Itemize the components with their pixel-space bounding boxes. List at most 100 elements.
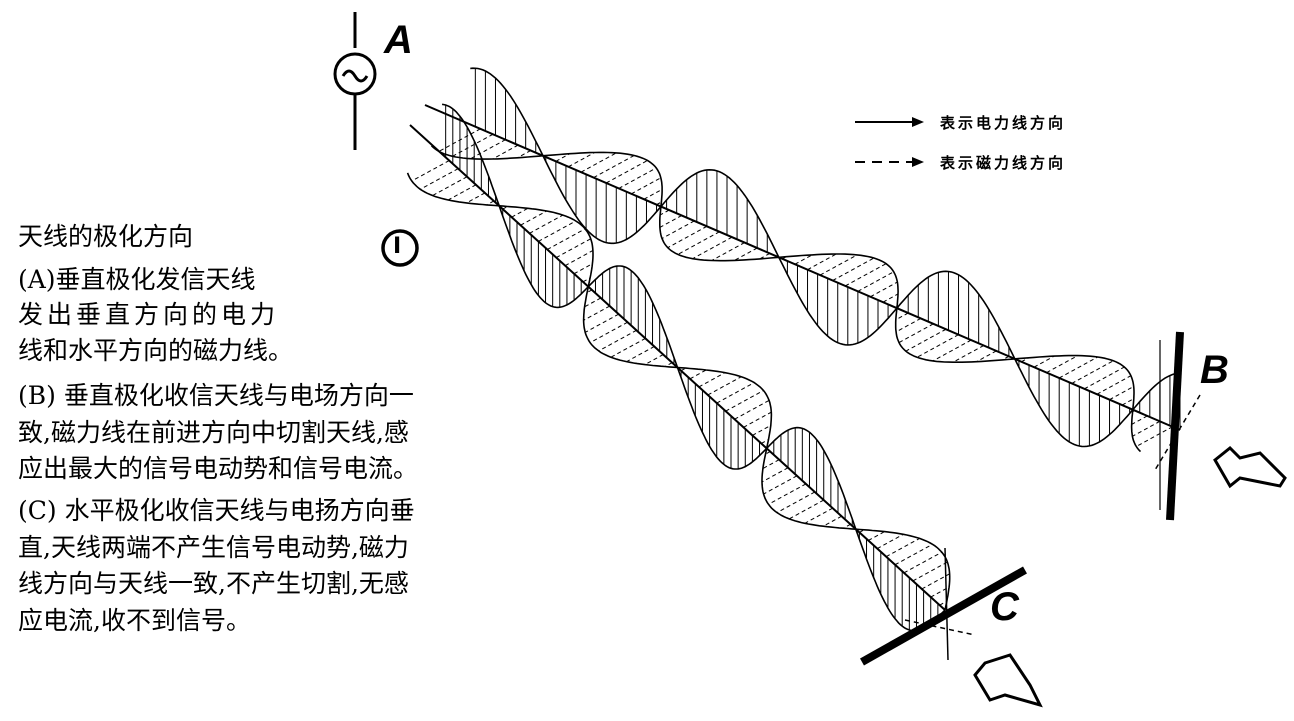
label-a: A [384, 18, 413, 62]
magnetic-field-hatch [618, 167, 657, 189]
magnetic-field-hatch [895, 312, 909, 321]
ac-source-icon [333, 12, 377, 150]
magnetic-field-hatch [762, 459, 780, 469]
description-line: (C) 水平极化收信天线与电扬方向垂 [18, 496, 415, 525]
magnetic-field-hatch [677, 231, 720, 255]
magnetic-field-hatch [1071, 360, 1114, 384]
magnetic-field-hatch [894, 543, 933, 566]
magnetic-field-hatch [598, 329, 637, 352]
magnetic-field-hatch [1121, 398, 1135, 406]
magnetic-field-hatch [859, 529, 865, 533]
pointing-hand-icon [1213, 445, 1287, 489]
magnetic-field-hatch [520, 210, 547, 226]
magnetic-field-hatch [583, 305, 610, 321]
magnetic-field-hatch [580, 152, 617, 173]
magnetic-field-hatch [656, 201, 662, 206]
magnetic-field-hatch [898, 323, 934, 344]
magnetic-field-hatch [807, 253, 837, 271]
magnetic-field-hatch [1084, 366, 1125, 390]
magnetic-field-hatch [555, 153, 571, 162]
magnetic-field-hatch [765, 451, 771, 455]
electric-wave [441, 103, 946, 632]
electric-wave [470, 67, 1181, 448]
magnetic-field-hatch [582, 277, 591, 283]
magnetic-field-hatch [761, 439, 769, 444]
magnetic-field-hatch [716, 382, 755, 404]
magnetic-field-hatch [707, 376, 742, 396]
description-line: 发出垂直方向的电力 [18, 300, 280, 329]
magnetic-field-hatch [584, 297, 602, 308]
magnetic-field-hatch [452, 133, 494, 157]
magnetic-field-hatch [692, 236, 733, 260]
magnetic-field-hatch [921, 573, 950, 590]
magnetic-field-hatch [631, 177, 662, 195]
description-line: (A)垂直极化发信天线 [18, 265, 256, 294]
description-line: 线和水平方向的磁力线。 [18, 336, 294, 365]
magnetic-field-hatch [895, 317, 922, 333]
description-title: 天线的极化方向 [18, 222, 194, 251]
label-b: B [1200, 348, 1229, 392]
magnetic-field-hatch [916, 334, 959, 358]
description-line: 致,磁力线在前进方向中切割天线,感 [18, 418, 409, 447]
magnetic-wave [430, 145, 1142, 453]
magnetic-field-hatch [932, 339, 972, 362]
magnetic-field-hatch [605, 160, 648, 184]
magnetic-field-hatch [845, 263, 887, 287]
magnetic-field-hatch [689, 369, 707, 380]
magnetic-field-hatch [905, 328, 947, 352]
circle-number-label: Ⅰ [393, 234, 402, 259]
magnetic-field-hatch [734, 247, 758, 261]
magnetic-field-hatch [586, 289, 593, 293]
magnetic-field-hatch [819, 254, 858, 276]
magnetic-field-hatch [857, 271, 894, 292]
wave-drawings [406, 67, 1181, 632]
magnetic-field-hatch [752, 424, 772, 436]
magnetic-field-hatch [492, 144, 519, 160]
description-line: 线方向与天线一致,不产生切割,无感 [18, 569, 409, 598]
magnetic-field-hatch [667, 225, 708, 249]
magnetic-wave [406, 172, 951, 611]
magnetic-field-hatch [761, 467, 789, 483]
magnetic-field-hatch [466, 192, 486, 204]
legend-magnetic-label: 表示磁力线方向 [940, 154, 1067, 172]
magnetic-field-hatch [529, 214, 564, 234]
magnetic-field-hatch [711, 242, 745, 261]
legend-magnetic-arrow [855, 157, 924, 167]
magnetic-field-hatch [502, 206, 508, 210]
magnetic-field-hatch [659, 209, 670, 216]
magnetic-field-hatch [1136, 426, 1173, 447]
magnetic-field-hatch [517, 150, 531, 159]
magnetic-field-hatch [538, 220, 577, 242]
magnetic-field-hatch [486, 200, 495, 206]
circle-number-marker [381, 229, 419, 267]
magnetic-field-hatch [511, 207, 529, 218]
magnetic-field-hatch [759, 252, 771, 260]
magnetic-field-hatch [1132, 420, 1161, 437]
magnetic-field-hatch [420, 168, 459, 190]
magnetic-field-hatch [698, 372, 726, 388]
legend-electric-label: 表示电力线方向 [940, 114, 1067, 132]
magnetic-field-hatch [876, 533, 904, 550]
receiver-antenna-b [1154, 331, 1201, 521]
magnetic-field-hatch [643, 188, 663, 200]
magnetic-field-hatch [661, 220, 695, 239]
magnetic-field-hatch [832, 257, 875, 281]
magnetic-field-hatch [870, 281, 898, 298]
magnetic-field-hatch [1131, 415, 1148, 425]
label-c: C [990, 585, 1019, 629]
description-line: (B) 垂直极化收信天线与电场方向一 [18, 381, 414, 410]
receiver-antenna-c [860, 547, 1027, 666]
magnetic-field-hatch [626, 346, 655, 363]
propagation-axis [424, 104, 1181, 431]
magnetic-field-hatch [1096, 375, 1132, 395]
magnetic-field-hatch [447, 184, 477, 201]
magnetic-field-hatch [768, 483, 807, 505]
magnetic-field-hatch [568, 152, 595, 168]
description-line: 应电流,收不到信号。 [18, 606, 251, 635]
magnetic-field-hatch [1058, 356, 1098, 379]
magnetic-field-hatch [794, 254, 813, 265]
magnetic-field-hatch [868, 531, 885, 541]
magnetic-field-hatch [1046, 355, 1078, 374]
magnetic-field-hatch [589, 321, 628, 344]
